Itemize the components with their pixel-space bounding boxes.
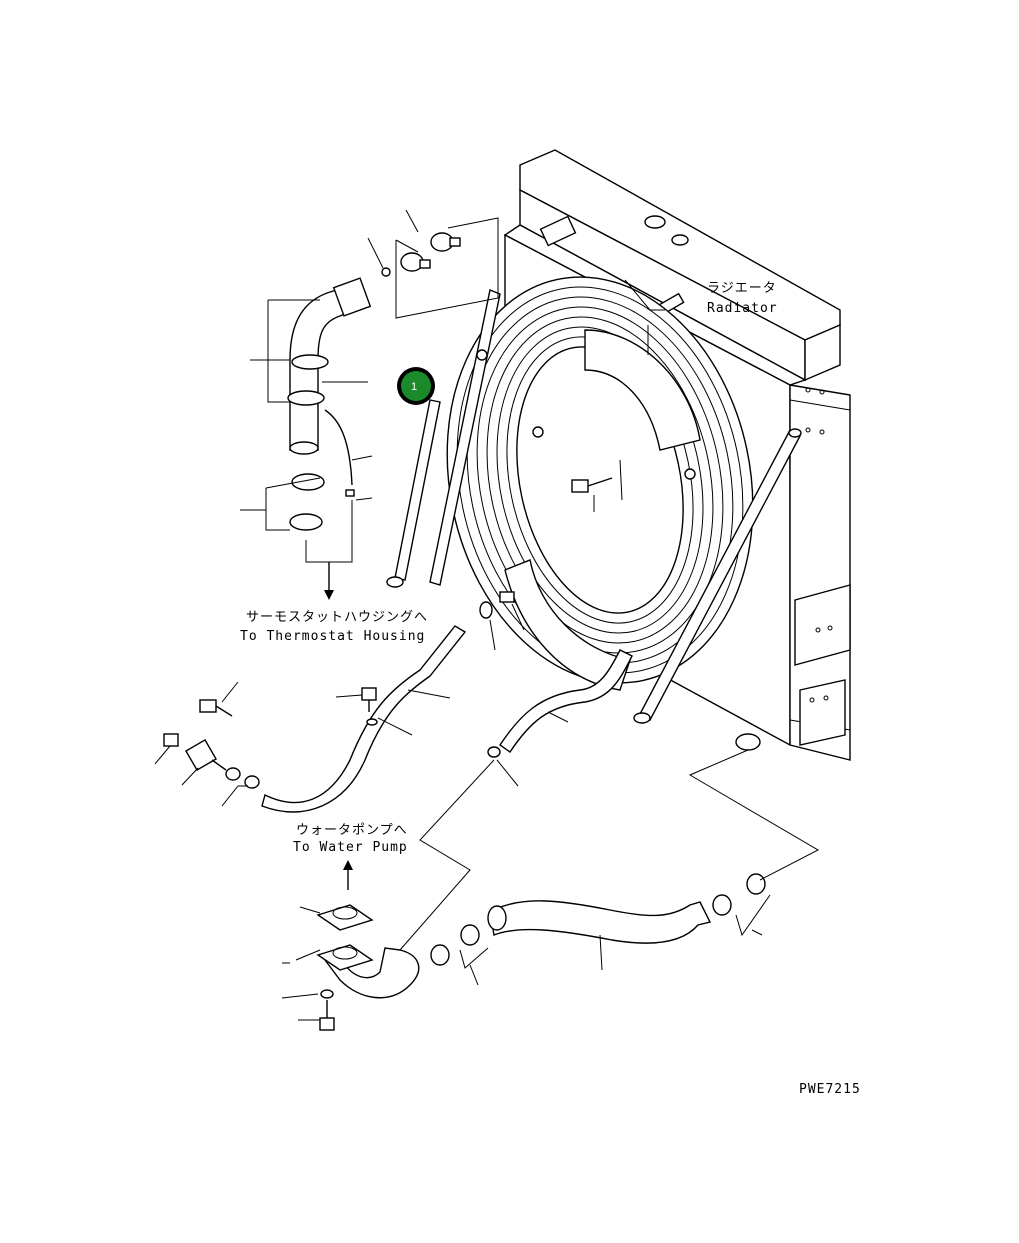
- radiator-stays: [386, 289, 802, 724]
- waterpump-label-en: To Water Pump: [293, 840, 408, 855]
- thermostat-label-en: To Thermostat Housing: [240, 629, 425, 644]
- shroud-bolts: [476, 349, 696, 493]
- lower-hose: [316, 733, 766, 1031]
- upper-clamps: [400, 232, 461, 272]
- callout-badge[interactable]: 1: [397, 367, 435, 405]
- upper-hose: [287, 267, 391, 531]
- thermostat-label-jp: サーモスタットハウジングへ: [246, 610, 428, 625]
- leader-lines: [154, 209, 820, 1021]
- waterpump-label-jp: ウォータポンプへ: [296, 823, 408, 838]
- drawing-code: PWE7215: [799, 1082, 861, 1097]
- heater-fittings: [163, 699, 260, 789]
- radiator-label-jp: ラジエータ: [707, 281, 777, 296]
- callout-number: 1: [411, 381, 417, 393]
- radiator-label-en: Radiator: [707, 301, 778, 316]
- fan-shroud: [446, 276, 754, 691]
